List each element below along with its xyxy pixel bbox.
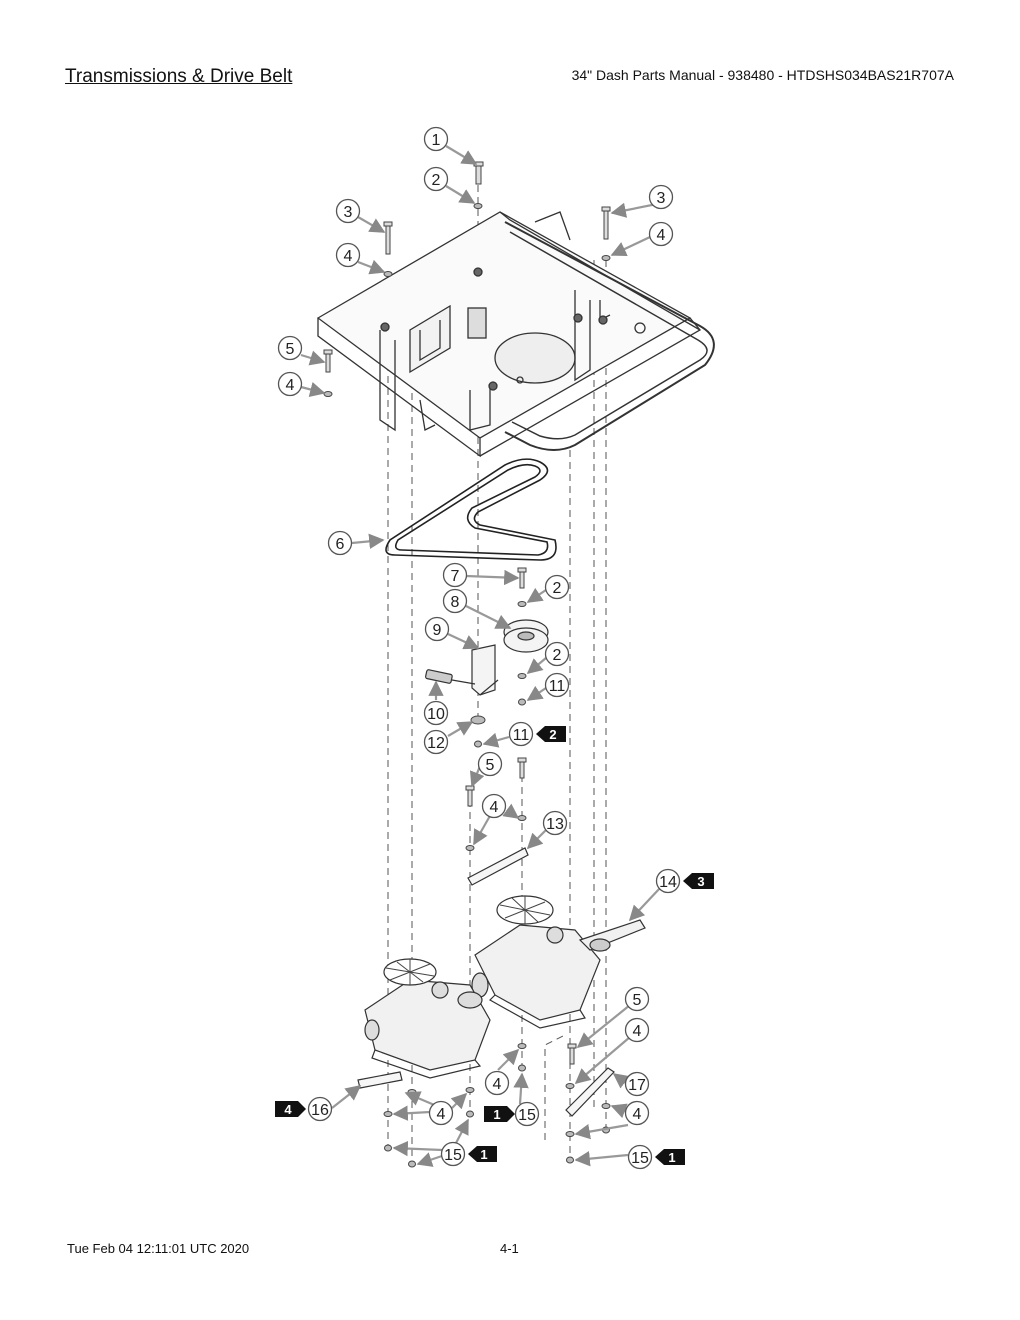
svg-text:5: 5 [286,341,295,358]
svg-text:3: 3 [657,190,666,207]
note-tag-1: 1 [468,1146,497,1162]
idler-pulley-assembly [425,619,549,696]
svg-text:2: 2 [432,172,441,189]
transmission-left [364,958,491,1079]
svg-text:5: 5 [633,992,642,1009]
callout-leaders [300,145,673,1167]
callout-12: 12 [423,729,449,755]
callout-5: 5 [477,751,503,777]
note-tag-3: 3 [683,873,714,889]
callout-4: 4 [335,242,361,268]
callout-14: 14 [655,868,681,894]
svg-text:1: 1 [668,1150,675,1165]
callout-15: 15 [440,1141,466,1167]
callout-6: 6 [327,530,353,556]
svg-text:9: 9 [433,622,442,639]
svg-text:12: 12 [427,735,445,752]
callout-5: 5 [277,335,303,361]
link-bars [357,847,615,1117]
callout-4: 4 [277,371,303,397]
callout-4: 4 [428,1100,454,1126]
callout-2: 2 [423,166,449,192]
callout-1: 1 [423,126,449,152]
callout-15: 15 [514,1101,540,1127]
svg-text:13: 13 [546,816,564,833]
svg-text:15: 15 [631,1150,649,1167]
svg-text:4: 4 [633,1106,642,1123]
svg-text:3: 3 [344,204,353,221]
callout-11: 11 [544,672,570,698]
note-tag-2: 2 [536,726,566,742]
callout-4: 4 [648,221,674,247]
callout-2: 2 [544,574,570,600]
svg-text:11: 11 [513,727,530,744]
note-tag-1: 1 [655,1149,685,1165]
callout-4: 4 [484,1070,510,1096]
svg-text:16: 16 [311,1102,329,1119]
svg-text:1: 1 [432,132,441,149]
callout-16: 16 [307,1096,333,1122]
callout-2: 2 [544,641,570,667]
callout-5: 5 [624,986,650,1012]
callout-circles: 1 2 3 4 3 4 5 4 6 7 2 8 9 2 11 10 12 11 … [277,126,681,1170]
note-tags: 2 3 4 1 1 1 [275,726,714,1165]
svg-text:17: 17 [628,1077,646,1094]
callout-9: 9 [424,616,450,642]
svg-text:5: 5 [486,757,495,774]
callout-8: 8 [442,588,468,614]
svg-text:1: 1 [493,1107,500,1122]
svg-text:10: 10 [427,706,445,723]
drive-belt [385,458,557,561]
svg-text:14: 14 [659,874,677,891]
svg-text:4: 4 [490,799,499,816]
svg-text:1: 1 [480,1147,487,1162]
note-tag-1: 1 [484,1106,515,1122]
callout-17: 17 [624,1071,650,1097]
svg-text:2: 2 [553,647,562,664]
svg-text:4: 4 [344,248,353,265]
svg-text:2: 2 [549,727,556,742]
print-timestamp: Tue Feb 04 12:11:01 UTC 2020 [67,1241,250,1256]
callout-13: 13 [542,810,568,836]
callout-3: 3 [335,198,361,224]
page-number: 4-1 [500,1241,519,1256]
svg-text:3: 3 [697,874,704,889]
callout-4: 4 [624,1100,650,1126]
note-tag-4: 4 [275,1101,306,1117]
svg-text:2: 2 [553,580,562,597]
svg-text:15: 15 [518,1107,536,1124]
svg-text:6: 6 [336,536,345,553]
callout-7: 7 [442,562,468,588]
section-title: Transmissions & Drive Belt [65,66,293,87]
svg-text:4: 4 [493,1076,502,1093]
svg-text:4: 4 [284,1102,292,1117]
svg-text:4: 4 [286,377,295,394]
manual-title: 34" Dash Parts Manual - 938480 - HTDSHS0… [571,67,954,83]
svg-text:8: 8 [451,594,460,611]
hardware-washers-nuts [323,203,611,1168]
callout-10: 10 [423,700,449,726]
svg-text:4: 4 [657,227,666,244]
callout-4: 4 [481,793,507,819]
transmission-right [471,895,646,1029]
callout-3: 3 [648,184,674,210]
svg-text:4: 4 [437,1106,446,1123]
callout-15: 15 [627,1144,653,1170]
svg-text:7: 7 [451,568,460,585]
svg-text:15: 15 [444,1147,462,1164]
hardware-bolts [323,161,611,1065]
svg-text:4: 4 [633,1023,642,1040]
callout-11: 11 [508,721,534,747]
callout-4: 4 [624,1017,650,1043]
dash-frame-assembly [316,211,715,458]
svg-text:11: 11 [549,678,566,695]
